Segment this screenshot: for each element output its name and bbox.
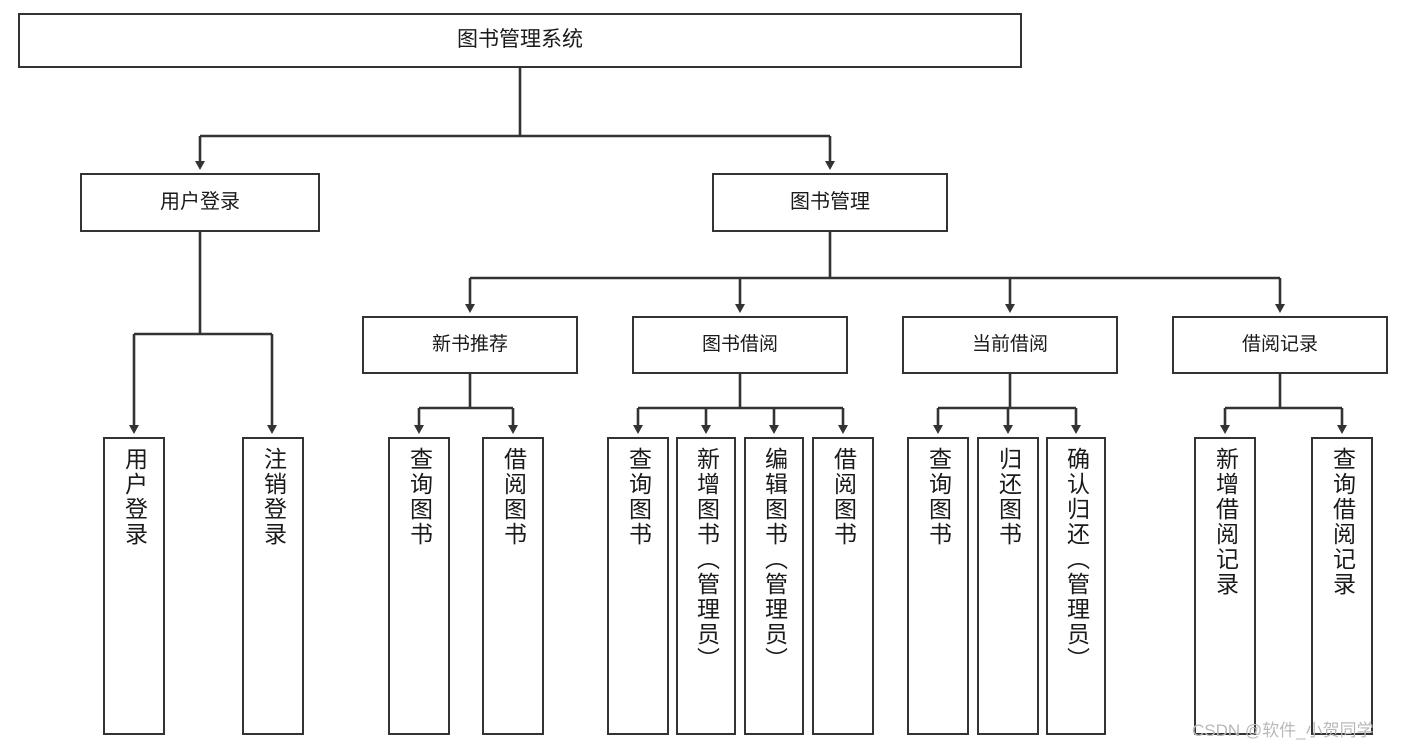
node-leaf-borrow-book-1[interactable]: 借阅图书 [482, 437, 544, 735]
node-leaf-add-book[interactable]: 新增图书（管理员） [676, 437, 736, 735]
node-book-manage[interactable]: 图书管理 [712, 173, 948, 232]
node-leaf-return-book-label: 归还图书 [995, 447, 1022, 547]
node-leaf-add-record[interactable]: 新增借阅记录 [1194, 437, 1256, 735]
node-leaf-borrow-book-2-label: 借阅图书 [830, 447, 857, 547]
node-book-borrow[interactable]: 图书借阅 [632, 316, 848, 374]
node-leaf-query-book-1-label: 查询图书 [406, 447, 433, 547]
node-leaf-add-book-label: 新增图书（管理员） [693, 447, 720, 672]
node-borrow-record[interactable]: 借阅记录 [1172, 316, 1388, 374]
node-leaf-user-login-label: 用户登录 [121, 447, 148, 547]
node-current-borrow-label: 当前借阅 [971, 333, 1048, 355]
node-leaf-query-book-2-label: 查询图书 [625, 447, 652, 547]
node-book-borrow-label: 图书借阅 [701, 333, 778, 355]
node-new-book-recommend-label: 新书推荐 [431, 333, 508, 355]
node-user-login-label: 用户登录 [160, 190, 240, 213]
node-leaf-confirm-return[interactable]: 确认归还（管理员） [1046, 437, 1106, 735]
node-root[interactable]: 图书管理系统 [18, 13, 1022, 68]
node-user-login[interactable]: 用户登录 [80, 173, 320, 232]
node-leaf-user-login[interactable]: 用户登录 [103, 437, 165, 735]
node-leaf-query-record-label: 查询借阅记录 [1329, 447, 1356, 597]
node-leaf-query-book-3[interactable]: 查询图书 [907, 437, 969, 735]
node-leaf-query-record[interactable]: 查询借阅记录 [1311, 437, 1373, 735]
node-leaf-query-book-3-label: 查询图书 [925, 447, 952, 547]
watermark: CSDN @软件_小贺同学 [1192, 721, 1374, 740]
node-leaf-edit-book-label: 编辑图书（管理员） [761, 447, 788, 672]
node-leaf-confirm-return-label: 确认归还（管理员） [1063, 447, 1090, 672]
node-borrow-record-label: 借阅记录 [1241, 333, 1318, 355]
node-current-borrow[interactable]: 当前借阅 [902, 316, 1118, 374]
node-new-book-recommend[interactable]: 新书推荐 [362, 316, 578, 374]
node-leaf-add-record-label: 新增借阅记录 [1212, 447, 1239, 597]
node-root-label: 图书管理系统 [457, 28, 583, 52]
node-book-manage-label: 图书管理 [790, 190, 870, 213]
node-leaf-query-book-2[interactable]: 查询图书 [607, 437, 669, 735]
node-leaf-borrow-book-2[interactable]: 借阅图书 [812, 437, 874, 735]
node-leaf-edit-book[interactable]: 编辑图书（管理员） [744, 437, 804, 735]
node-leaf-logout-label: 注销登录 [260, 447, 287, 547]
node-leaf-query-book-1[interactable]: 查询图书 [388, 437, 450, 735]
node-leaf-logout[interactable]: 注销登录 [242, 437, 304, 735]
node-leaf-return-book[interactable]: 归还图书 [977, 437, 1039, 735]
node-leaf-borrow-book-1-label: 借阅图书 [500, 447, 527, 547]
